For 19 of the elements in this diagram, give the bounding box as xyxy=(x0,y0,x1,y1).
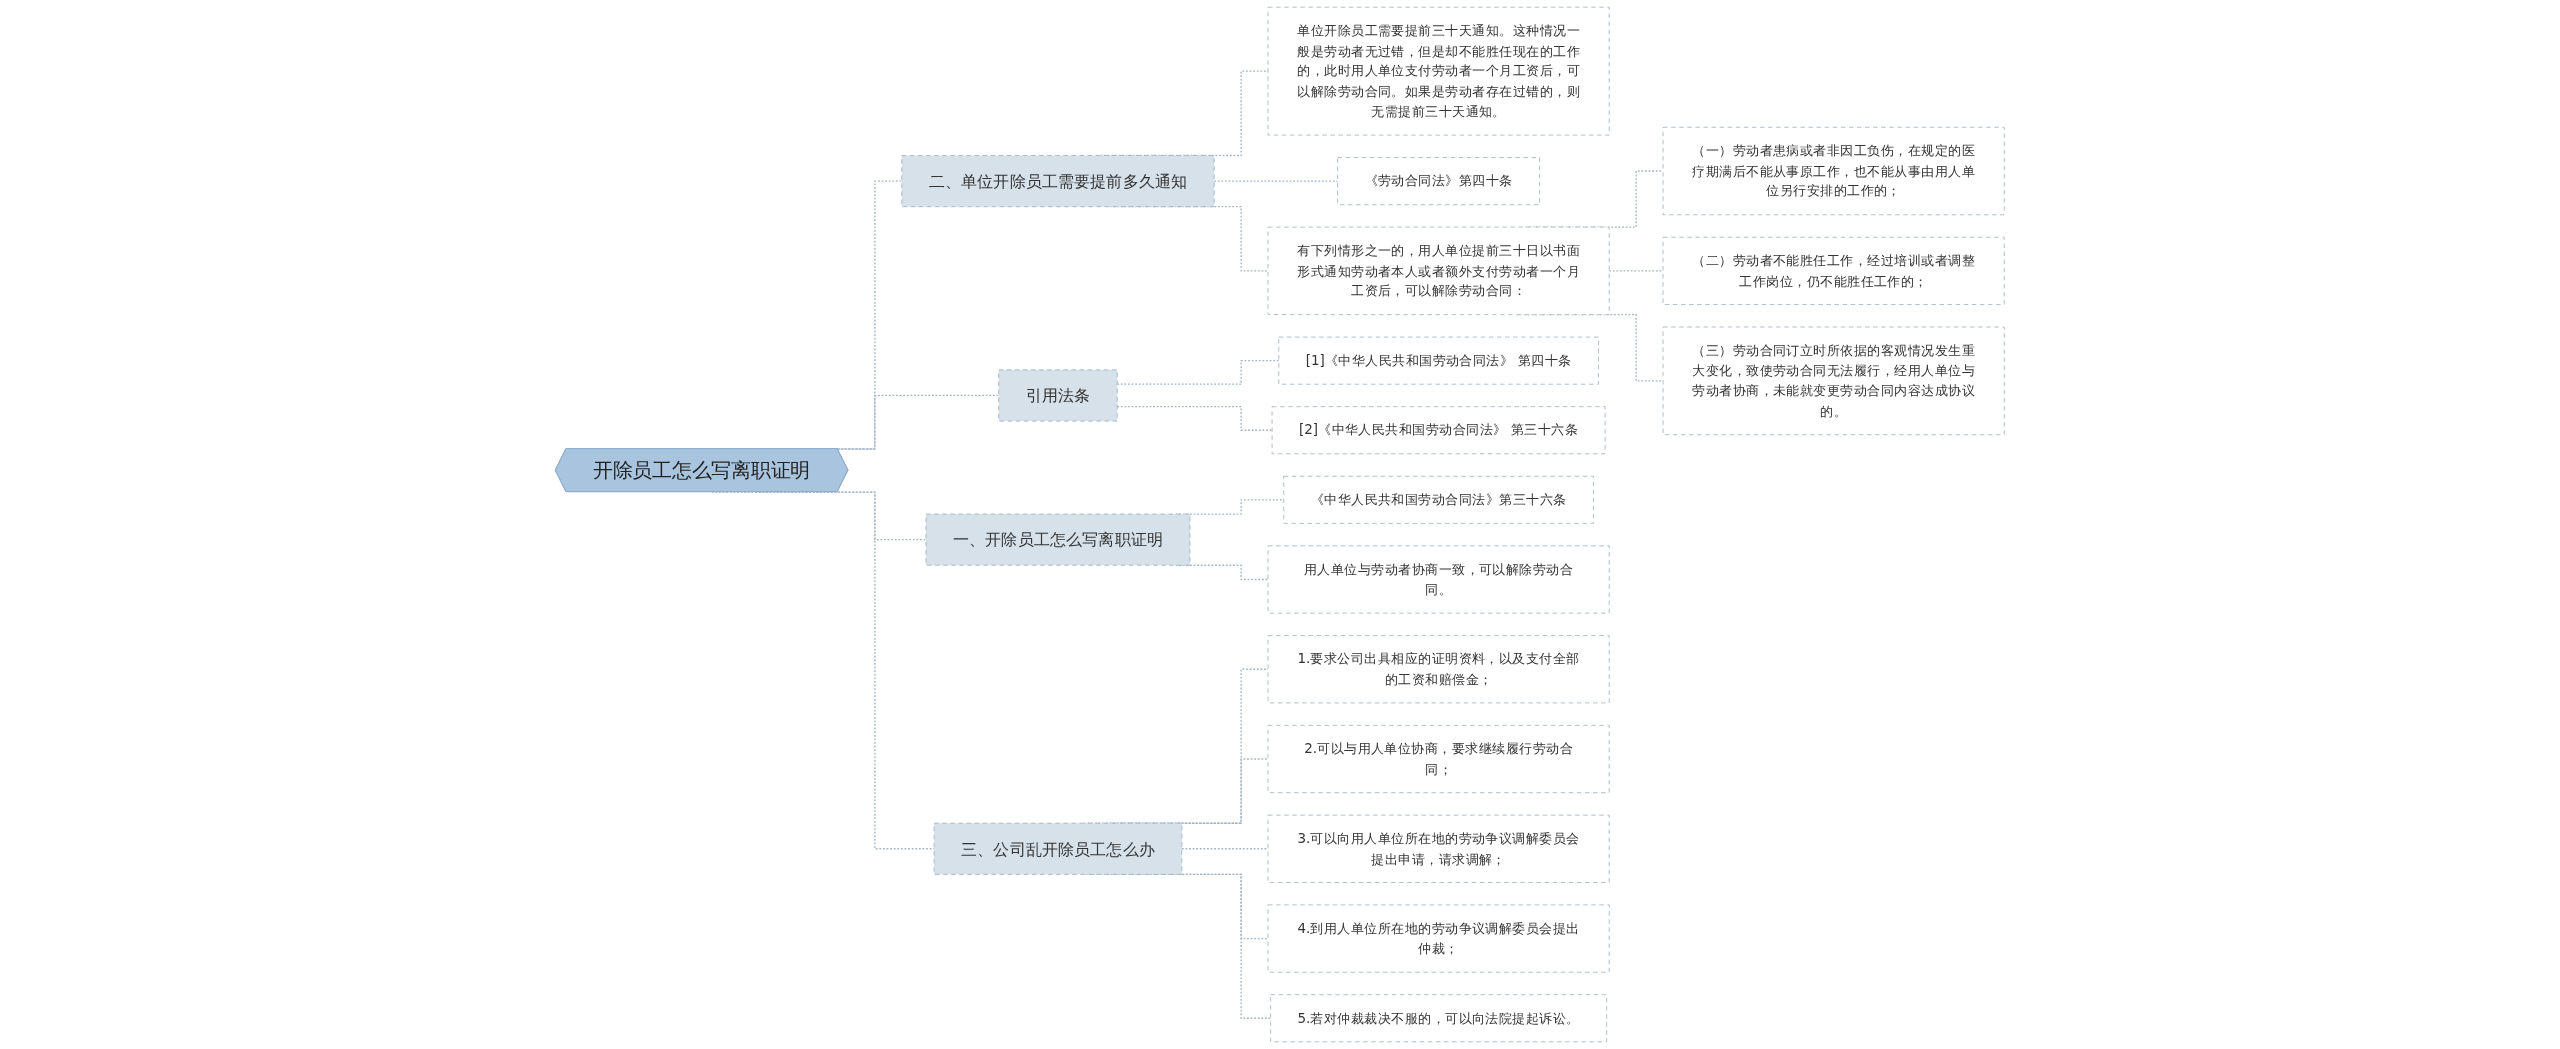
node-box: [1]《中华人民共和国劳动合同法》 第四十条 xyxy=(1278,336,1600,385)
node-box: 引用法条 xyxy=(998,369,1118,422)
node-box: 3.可以向用人单位所在地的劳动争议调解委员会提出申请，请求调解； xyxy=(1267,814,1610,883)
node-box: 《劳动合同法》第四十条 xyxy=(1337,157,1541,206)
node-box: [2]《中华人民共和国劳动合同法》 第三十六条 xyxy=(1271,406,1606,455)
node-box: 二、单位开除员工需要提前多久通知 xyxy=(901,155,1215,208)
node-box: （一）劳动者患病或者非因工负伤，在规定的医疗期满后不能从事原工作，也不能从事由用人单位另行安排的工作的； xyxy=(1662,126,2005,216)
node-box: 有下列情形之一的，用人单位提前三十日以书面形式通知劳动者本人或者额外支付劳动者一个月工资后，可以解除劳动合同： xyxy=(1267,226,1610,316)
node-box: 一、开除员工怎么写离职证明 xyxy=(925,513,1191,566)
node-box: 4.到用人单位所在地的劳动争议调解委员会提出仲裁； xyxy=(1267,904,1610,973)
node-box: 三、公司乱开除员工怎么办 xyxy=(933,822,1183,875)
node-box: 用人单位与劳动者协商一致，可以解除劳动合同。 xyxy=(1267,545,1610,614)
node-box: 1.要求公司出具相应的证明资料，以及支付全部的工资和赔偿金； xyxy=(1267,635,1610,704)
node-box: 单位开除员工需要提前三十天通知。这种情况一般是劳动者无过错，但是却不能胜任现在的工作的，此时用人单位支付劳动者一个月工资后，可以解除劳动合同。如果是劳动者存在过错的，则无需提前三十天通知。 xyxy=(1267,6,1610,136)
node-box: （三）劳动合同订立时所依据的客观情况发生重大变化，致使劳动合同无法履行，经用人单位与劳动者协商，未能就变更劳动合同内容达成协议的。 xyxy=(1662,326,2005,436)
node-box: （二）劳动者不能胜任工作，经过培训或者调整工作岗位，仍不能胜任工作的； xyxy=(1662,236,2005,305)
node-box: 2.可以与用人单位协商，要求继续履行劳动合同； xyxy=(1267,724,1610,794)
node-box: 《中华人民共和国劳动合同法》第三十六条 xyxy=(1283,475,1595,524)
node-box: 5.若对仲裁裁决不服的，可以向法院提起诉讼。 xyxy=(1270,994,1608,1043)
